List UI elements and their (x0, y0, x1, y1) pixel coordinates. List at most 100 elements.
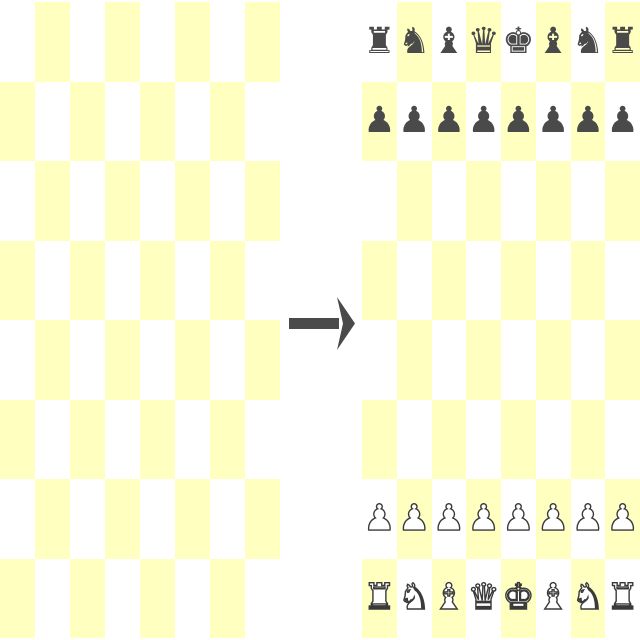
black-king-icon[interactable]: ♚ (502, 20, 535, 62)
right-board-square-c7[interactable]: ♟ (431, 81, 467, 161)
right-board-square-e5[interactable] (501, 240, 536, 320)
right-board-square-h4[interactable] (605, 320, 640, 400)
right-board-square-d6[interactable] (466, 161, 501, 241)
black-pawn-icon[interactable]: ♟ (467, 100, 500, 142)
right-board-square-e6[interactable] (501, 161, 536, 241)
left-board-square-h5[interactable] (245, 240, 280, 320)
black-rook-icon[interactable]: ♜ (363, 20, 396, 62)
right-board-square-e7[interactable]: ♟ (501, 81, 536, 161)
right-board-square-a6[interactable] (362, 161, 397, 241)
right-board-square-f4[interactable] (535, 320, 571, 400)
left-board-square-e2[interactable] (140, 479, 175, 559)
left-board-square-c4[interactable] (70, 320, 105, 400)
right-board-square-c3[interactable] (431, 399, 467, 479)
black-pawn-icon[interactable]: ♟ (432, 100, 466, 142)
white-knight-icon[interactable]: ♞ (571, 577, 605, 619)
white-bishop-icon[interactable]: ♝ (536, 577, 570, 619)
left-board-square-g2[interactable] (210, 479, 245, 559)
right-board-square-g4[interactable] (570, 320, 606, 400)
right-board-square-a7[interactable]: ♟ (362, 81, 397, 161)
black-knight-icon[interactable]: ♞ (571, 20, 605, 62)
left-board-square-e5[interactable] (140, 240, 175, 320)
left-board-square-f4[interactable] (175, 320, 210, 400)
left-board-square-d3[interactable] (105, 399, 140, 479)
left-board-square-a5[interactable] (0, 240, 35, 320)
left-board-square-e4[interactable] (140, 320, 175, 400)
right-board-square-f3[interactable] (535, 399, 571, 479)
right-board-square-h5[interactable] (605, 240, 640, 320)
right-board-square-f8[interactable]: ♝ (535, 2, 571, 82)
white-queen-icon[interactable]: ♛ (467, 577, 501, 619)
left-board-square-b3[interactable] (35, 399, 70, 479)
left-board-square-b5[interactable] (35, 240, 70, 320)
black-queen-icon[interactable]: ♛ (467, 20, 500, 62)
left-board-square-g8[interactable] (210, 2, 245, 82)
right-board-square-b5[interactable] (396, 240, 432, 320)
right-board-square-f2[interactable]: ♟ (535, 479, 571, 559)
left-board-square-g6[interactable] (210, 161, 245, 241)
left-board-square-d6[interactable] (105, 161, 140, 241)
left-board-square-d5[interactable] (105, 240, 140, 320)
left-board-square-h8[interactable] (245, 2, 280, 82)
left-board-square-b2[interactable] (35, 479, 70, 559)
left-board-square-e8[interactable] (140, 2, 175, 82)
black-pawn-icon[interactable]: ♟ (571, 100, 605, 142)
left-board-square-f6[interactable] (175, 161, 210, 241)
white-rook-icon[interactable]: ♜ (606, 577, 640, 619)
right-board-square-g8[interactable]: ♞ (570, 2, 606, 82)
left-board-square-d7[interactable] (105, 81, 140, 161)
left-board-square-d4[interactable] (105, 320, 140, 400)
right-board-square-f5[interactable] (535, 240, 571, 320)
left-board-square-c2[interactable] (70, 479, 105, 559)
left-board-square-h6[interactable] (245, 161, 280, 241)
white-pawn-icon[interactable]: ♟ (571, 497, 605, 539)
left-board-square-c8[interactable] (70, 2, 105, 82)
right-board-square-b3[interactable] (396, 399, 432, 479)
right-board-square-g6[interactable] (570, 161, 606, 241)
white-pawn-icon[interactable]: ♟ (606, 497, 640, 539)
right-board-square-d2[interactable]: ♟ (466, 479, 501, 559)
black-rook-icon[interactable]: ♜ (606, 20, 639, 62)
white-bishop-icon[interactable]: ♝ (432, 577, 466, 619)
right-board-square-c5[interactable] (431, 240, 467, 320)
left-board-square-a3[interactable] (0, 399, 35, 479)
black-pawn-icon[interactable]: ♟ (363, 100, 396, 142)
left-board-square-h7[interactable] (245, 81, 280, 161)
left-board-square-h2[interactable] (245, 479, 280, 559)
right-board-square-e4[interactable] (501, 320, 536, 400)
right-board-square-f7[interactable]: ♟ (535, 81, 571, 161)
right-board-square-e1[interactable]: ♚ (501, 558, 536, 638)
left-board-square-b4[interactable] (35, 320, 70, 400)
right-board-square-h3[interactable] (605, 399, 640, 479)
left-board-square-f2[interactable] (175, 479, 210, 559)
white-pawn-icon[interactable]: ♟ (502, 497, 536, 539)
left-board-square-c7[interactable] (70, 81, 105, 161)
right-board-square-a2[interactable]: ♟ (362, 479, 397, 559)
left-board-square-g3[interactable] (210, 399, 245, 479)
right-board-square-g2[interactable]: ♟ (570, 479, 606, 559)
left-board-square-b7[interactable] (35, 81, 70, 161)
left-board-square-f5[interactable] (175, 240, 210, 320)
left-board-square-g4[interactable] (210, 320, 245, 400)
left-board-square-g7[interactable] (210, 81, 245, 161)
right-board-square-c4[interactable] (431, 320, 467, 400)
right-board-square-c8[interactable]: ♝ (431, 2, 467, 82)
right-board-square-b8[interactable]: ♞ (396, 2, 432, 82)
left-board-square-d2[interactable] (105, 479, 140, 559)
right-board-square-a3[interactable] (362, 399, 397, 479)
left-board-square-b6[interactable] (35, 161, 70, 241)
left-board-square-h1[interactable] (245, 558, 280, 638)
left-board-square-f8[interactable] (175, 2, 210, 82)
right-board-square-a8[interactable]: ♜ (362, 2, 397, 82)
right-board-square-h8[interactable]: ♜ (605, 2, 640, 82)
white-pawn-icon[interactable]: ♟ (432, 497, 466, 539)
left-board-square-a4[interactable] (0, 320, 35, 400)
right-board-square-h7[interactable]: ♟ (605, 81, 640, 161)
right-board-square-b1[interactable]: ♞ (396, 558, 432, 638)
left-board-square-d8[interactable] (105, 2, 140, 82)
right-board-square-c2[interactable]: ♟ (431, 479, 467, 559)
right-board-square-d1[interactable]: ♛ (466, 558, 501, 638)
left-board-square-a7[interactable] (0, 81, 35, 161)
right-board-square-h2[interactable]: ♟ (605, 479, 640, 559)
left-board-square-f1[interactable] (175, 558, 210, 638)
